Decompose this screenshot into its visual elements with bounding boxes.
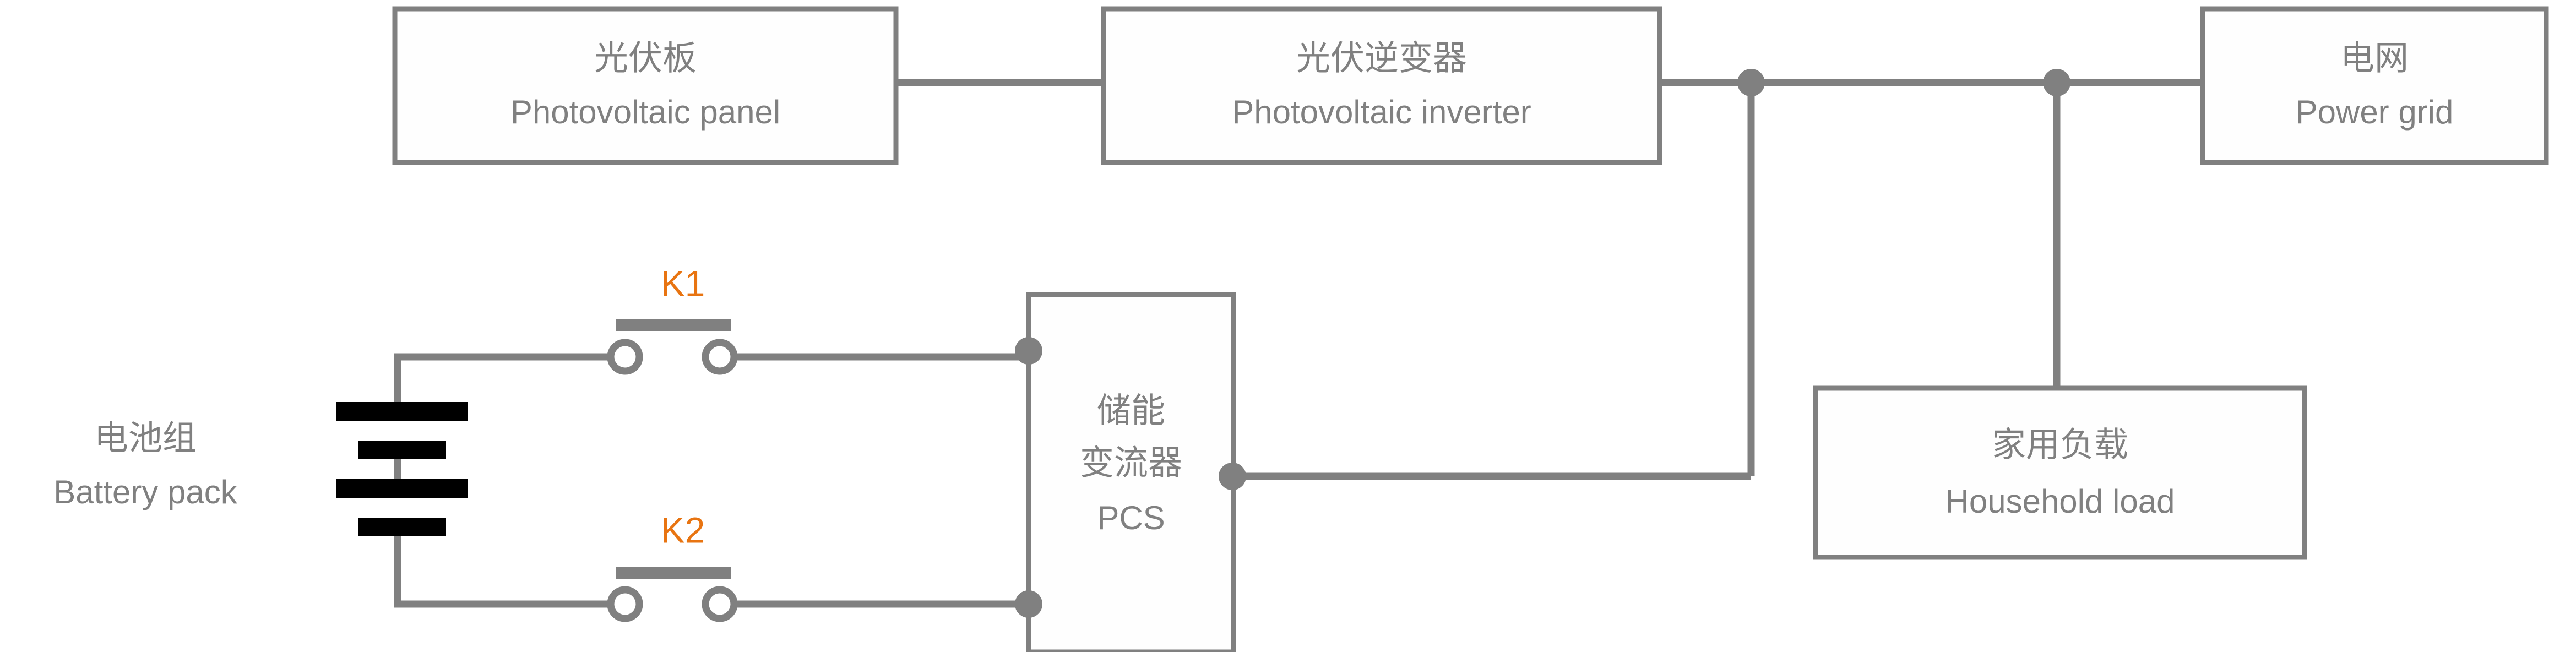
switch-k1-bar[interactable] <box>616 319 731 331</box>
block-pcs-label-cn-line2: 变流器 <box>1080 444 1182 482</box>
block-pcs[interactable]: 储能 变流器 PCS <box>1026 292 1236 652</box>
junction-dot-layer <box>1015 69 2070 618</box>
junction-dot-grid-bus-left <box>1737 69 1765 96</box>
block-power-grid[interactable]: 电网 Power grid <box>2200 6 2549 165</box>
block-photovoltaic-inverter-label-en: Photovoltaic inverter <box>1232 94 1531 131</box>
switch-k2-label: K2 <box>661 509 705 550</box>
battery-pack-symbol <box>336 402 468 536</box>
block-power-grid-outline[interactable] <box>2200 6 2549 165</box>
wire-battery-positive-to-k1 <box>394 353 625 395</box>
wire-battery-negative-to-k2 <box>394 543 625 608</box>
block-household-load[interactable]: 家用负载 Household load <box>1813 385 2307 560</box>
junction-dot-grid-bus-right <box>2043 69 2070 96</box>
block-photovoltaic-inverter-label-cn: 光伏逆变器 <box>1296 39 1467 77</box>
switch-k1[interactable]: K1 <box>607 263 738 375</box>
switch-k1-right-contact[interactable] <box>702 339 738 375</box>
block-photovoltaic-panel-outline[interactable] <box>392 6 899 165</box>
block-pcs-label-cn-line1: 储能 <box>1097 392 1165 430</box>
block-household-load-label-en: Household load <box>1945 483 2175 520</box>
block-household-load-label-cn: 家用负载 <box>1992 426 2128 464</box>
switch-k1-left-contact[interactable] <box>607 339 643 375</box>
block-photovoltaic-panel-label-cn: 光伏板 <box>594 39 697 77</box>
switch-k1-label: K1 <box>661 263 705 303</box>
block-pcs-outline[interactable] <box>1026 292 1236 652</box>
junction-dot-pcs-dc-positive <box>1015 337 1042 365</box>
junction-dot-pcs-dc-negative <box>1015 590 1042 618</box>
switch-k2-bar[interactable] <box>616 567 731 579</box>
battery-plate-3 <box>336 479 468 498</box>
junction-dot-pcs-ac <box>1219 463 1246 490</box>
battery-pack-label: 电池组 Battery pack <box>53 419 237 510</box>
battery-plate-4 <box>358 518 446 536</box>
block-power-grid-label-en: Power grid <box>2296 94 2454 131</box>
block-pcs-label-en: PCS <box>1097 499 1165 536</box>
switch-k2-left-contact[interactable] <box>607 586 643 622</box>
switch-k2[interactable]: K2 <box>607 509 738 622</box>
block-photovoltaic-panel[interactable]: 光伏板 Photovoltaic panel <box>392 6 899 165</box>
block-photovoltaic-panel-label-en: Photovoltaic panel <box>510 94 780 131</box>
switch-k2-right-contact[interactable] <box>702 586 738 622</box>
battery-pack-label-cn: 电池组 <box>94 419 197 457</box>
block-power-grid-label-cn: 电网 <box>2340 39 2409 77</box>
block-photovoltaic-inverter-outline[interactable] <box>1101 6 1662 165</box>
block-household-load-outline[interactable] <box>1813 385 2307 560</box>
battery-plate-2 <box>358 441 446 459</box>
battery-pack-label-en: Battery pack <box>53 474 237 510</box>
block-photovoltaic-inverter[interactable]: 光伏逆变器 Photovoltaic inverter <box>1101 6 1662 165</box>
battery-plate-1 <box>336 402 468 421</box>
